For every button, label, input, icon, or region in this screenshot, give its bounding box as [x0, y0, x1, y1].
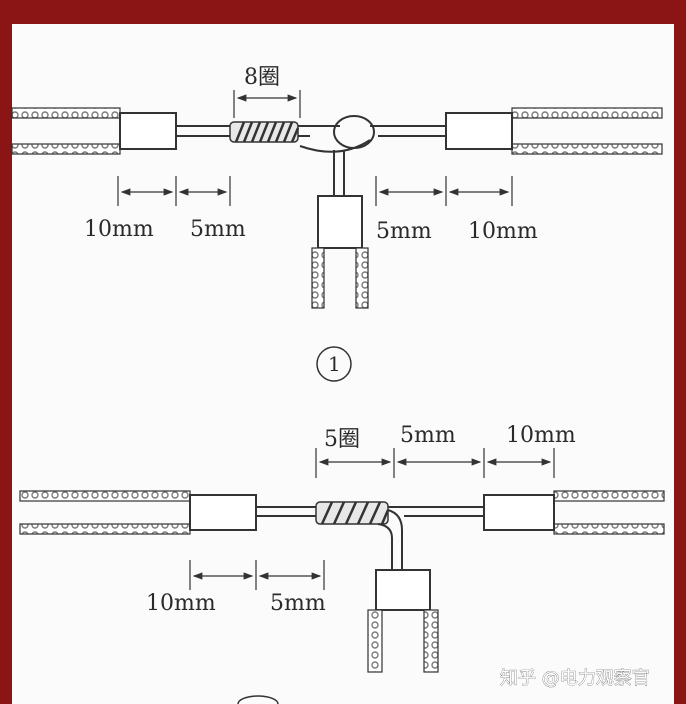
dim-left-2 [189, 560, 325, 590]
dim-right-1 [375, 176, 513, 206]
dim-turns-1 [233, 90, 301, 118]
dim-left-1 [117, 176, 231, 206]
watermark-text: 知乎 @电力观察官 [500, 668, 650, 689]
branch-cable-1 [311, 150, 369, 309]
top-dim-a-label-2: 5mm [400, 423, 456, 448]
wire-coil-1 [229, 121, 300, 143]
right-dim-b-label-1: 10mm [468, 219, 538, 244]
figure-number-2-partial [237, 695, 279, 704]
left-cable-1 [11, 107, 340, 155]
top-dim-b-label-2: 10mm [506, 423, 576, 448]
right-cable-1 [370, 107, 663, 155]
left-dim-a-label-2: 10mm [146, 591, 216, 616]
wire-loop-1 [299, 115, 375, 153]
figure-number-1: 1 [316, 346, 352, 382]
left-dim-a-label-1: 10mm [84, 217, 154, 242]
right-dim-a-label-1: 5mm [376, 219, 432, 244]
figure-number-text-1: 1 [328, 352, 341, 376]
diagram-1: 8圈 10mm 5mm 5mm 10mm 1 [11, 65, 663, 382]
wire-coil-2 [315, 501, 390, 525]
left-dim-b-label-2: 5mm [270, 591, 326, 616]
dim-top-2 [315, 448, 555, 478]
diagram-2: 5圈 5mm 10mm 10mm 5mm [19, 423, 665, 704]
turns-label-2: 5圈 [324, 427, 360, 452]
watermark: 知乎 @电力观察官 [500, 668, 650, 690]
left-cable-2 [19, 490, 484, 535]
branch-cable-2 [367, 509, 439, 673]
left-dim-b-label-1: 5mm [190, 217, 246, 242]
right-cable-2 [483, 490, 665, 535]
turns-label-1: 8圈 [244, 65, 280, 90]
